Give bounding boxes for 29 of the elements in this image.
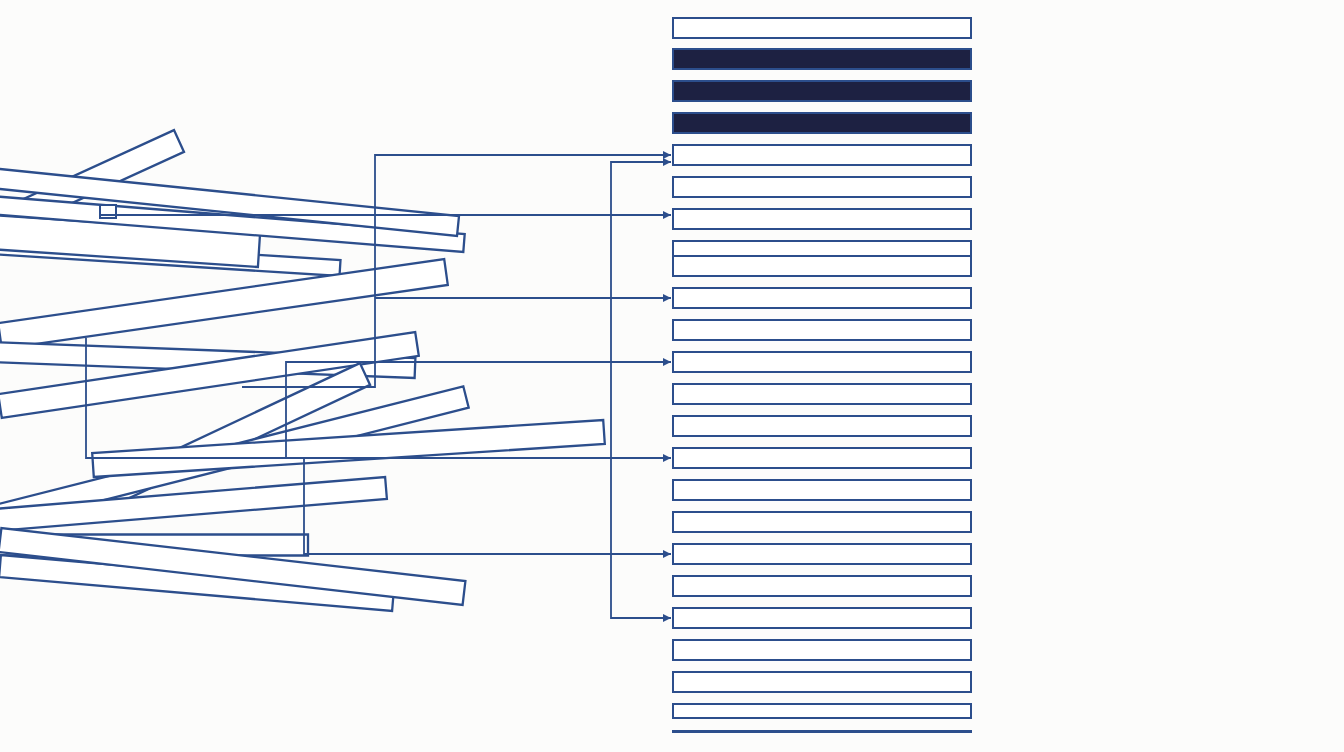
- stacked-plank: [672, 543, 972, 565]
- stacked-plank: [672, 383, 972, 405]
- double-arrow: [610, 158, 672, 622]
- stacked-plank: [672, 575, 972, 597]
- stacked-plank: [672, 287, 972, 309]
- stacked-plank: [672, 447, 972, 469]
- stacked-plank: [672, 415, 972, 437]
- arrow: [285, 358, 672, 459]
- stacked-plank: [672, 511, 972, 533]
- stacked-plank: [672, 351, 972, 373]
- stacked-plank: [672, 479, 972, 501]
- stacked-plank: [672, 208, 972, 230]
- arrow: [303, 457, 672, 558]
- arrow: [99, 211, 672, 219]
- stacked-plank: [672, 671, 972, 693]
- stacked-plank: [672, 176, 972, 198]
- arrow: [85, 337, 672, 462]
- stacked-plank: [672, 607, 972, 629]
- arrow: [241, 151, 672, 388]
- stacked-plank: [672, 80, 972, 102]
- stacked-plank: [672, 112, 972, 134]
- stacked-plank: [672, 17, 972, 39]
- stacked-plank: [672, 240, 972, 277]
- stacked-plank: [672, 48, 972, 70]
- stacked-plank: [672, 639, 972, 661]
- stacked-plank: [672, 144, 972, 166]
- stacked-plank: [672, 703, 972, 719]
- arrow: [374, 294, 672, 302]
- stacked-plank: [672, 319, 972, 341]
